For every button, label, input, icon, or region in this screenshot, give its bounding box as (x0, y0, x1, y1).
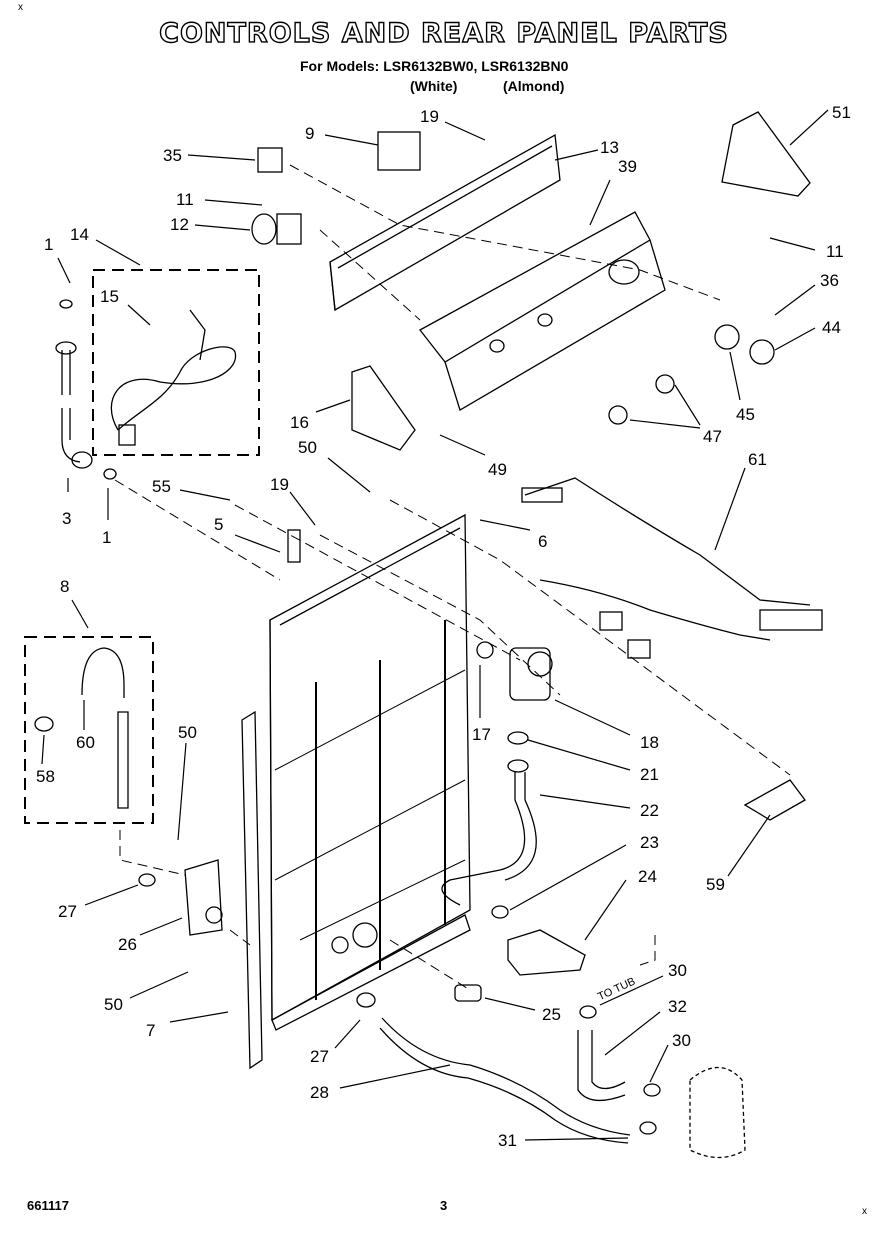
callout-49: 49 (488, 460, 507, 479)
callout-21: 21 (640, 765, 659, 784)
callout-6: 6 (538, 532, 547, 551)
part-51-bracket (721, 111, 811, 197)
callout-22: 22 (640, 801, 659, 820)
callout-1-a: 1 (44, 235, 53, 254)
part-60-hose (81, 647, 125, 698)
callout-58: 58 (36, 767, 55, 786)
part-12-pressure-switch (251, 213, 277, 245)
callout-11-b: 11 (826, 242, 844, 261)
callout-13: 13 (600, 138, 619, 157)
callout-50-a: 50 (298, 438, 317, 457)
corner-mark-bottom-right: x (862, 1206, 867, 1217)
models-line: For Models: LSR6132BW0, LSR6132BN0 (300, 58, 569, 74)
callout-24: 24 (638, 867, 657, 886)
part-59-bracket (743, 779, 806, 821)
callout-39: 39 (618, 157, 637, 176)
callout-26: 26 (118, 935, 137, 954)
part-28-drain-hose (379, 1017, 631, 1144)
callout-44: 44 (822, 318, 841, 337)
part-7-side-strip (241, 710, 263, 1070)
part-47-knob-b (608, 405, 628, 425)
callout-19-a: 19 (420, 107, 439, 126)
doc-number: 661117 (27, 1198, 69, 1213)
callout-27-b: 27 (310, 1047, 329, 1066)
callout-7: 7 (146, 1021, 155, 1040)
part-35-switch (257, 147, 283, 173)
callout-28: 28 (310, 1083, 329, 1102)
page-number: 3 (440, 1198, 448, 1213)
part-9-timer (377, 131, 421, 171)
part-15-harness (110, 346, 237, 431)
callout-32: 32 (668, 997, 687, 1016)
callout-18: 18 (640, 733, 659, 752)
color-almond-label: (Almond) (503, 78, 565, 94)
callout-35: 35 (163, 146, 182, 165)
tub-outlet (689, 1067, 746, 1159)
callout-19-b: 19 (270, 475, 289, 494)
part-5-clip (287, 529, 301, 563)
callout-23: 23 (640, 833, 659, 852)
callout-45: 45 (736, 405, 755, 424)
part-32-hose (577, 1030, 626, 1102)
part-21-clamp (507, 731, 529, 745)
part-16-end-cap (351, 365, 416, 451)
page-title: CONTROLS AND REAR PANEL PARTS (158, 17, 729, 49)
part-22-hose (441, 772, 537, 906)
callout-15: 15 (100, 287, 119, 306)
callout-16: 16 (290, 413, 309, 432)
callout-61: 61 (748, 450, 767, 469)
callout-9: 9 (305, 124, 314, 143)
callout-55: 55 (152, 477, 171, 496)
callout-14: 14 (70, 225, 89, 244)
callout-36: 36 (820, 271, 839, 290)
color-white-label: (White) (410, 78, 458, 94)
part-61-harness (524, 477, 811, 641)
part-1-washer (59, 299, 73, 309)
part-14-group-box (92, 269, 260, 456)
callout-8: 8 (60, 577, 69, 596)
callout-50-c: 50 (104, 995, 123, 1014)
callout-60: 60 (76, 733, 95, 752)
corner-mark-top-left: x (18, 2, 23, 13)
callout-59: 59 (706, 875, 725, 894)
callout-11-a: 11 (176, 190, 194, 209)
part-58-clamp (34, 716, 54, 732)
part-45-knob-skirt (714, 324, 740, 350)
callout-1-b: 1 (102, 528, 111, 547)
part-3-hose (61, 350, 81, 463)
part-6-rear-panel (269, 513, 471, 1022)
callout-3: 3 (62, 509, 71, 528)
callout-30-b: 30 (672, 1031, 691, 1050)
callout-50-b: 50 (178, 723, 197, 742)
part-26-valve (184, 859, 223, 936)
part-44-knob (749, 339, 775, 365)
part-47-knob-a (655, 374, 675, 394)
callout-47: 47 (703, 427, 722, 446)
part-24-bracket (507, 929, 586, 976)
tub-note: TO TUB (596, 975, 637, 1003)
part-8-group-box (24, 636, 154, 824)
callout-27-a: 27 (58, 902, 77, 921)
part-18-pump (509, 647, 551, 701)
callout-31: 31 (498, 1131, 517, 1150)
part-39-console (419, 211, 651, 363)
callout-5: 5 (214, 515, 223, 534)
callout-30-a: 30 (668, 961, 687, 980)
callout-12: 12 (170, 215, 189, 234)
part-25-plug (454, 984, 482, 1002)
callout-17: 17 (472, 725, 491, 744)
callout-25: 25 (542, 1005, 561, 1024)
callout-51: 51 (832, 103, 851, 122)
